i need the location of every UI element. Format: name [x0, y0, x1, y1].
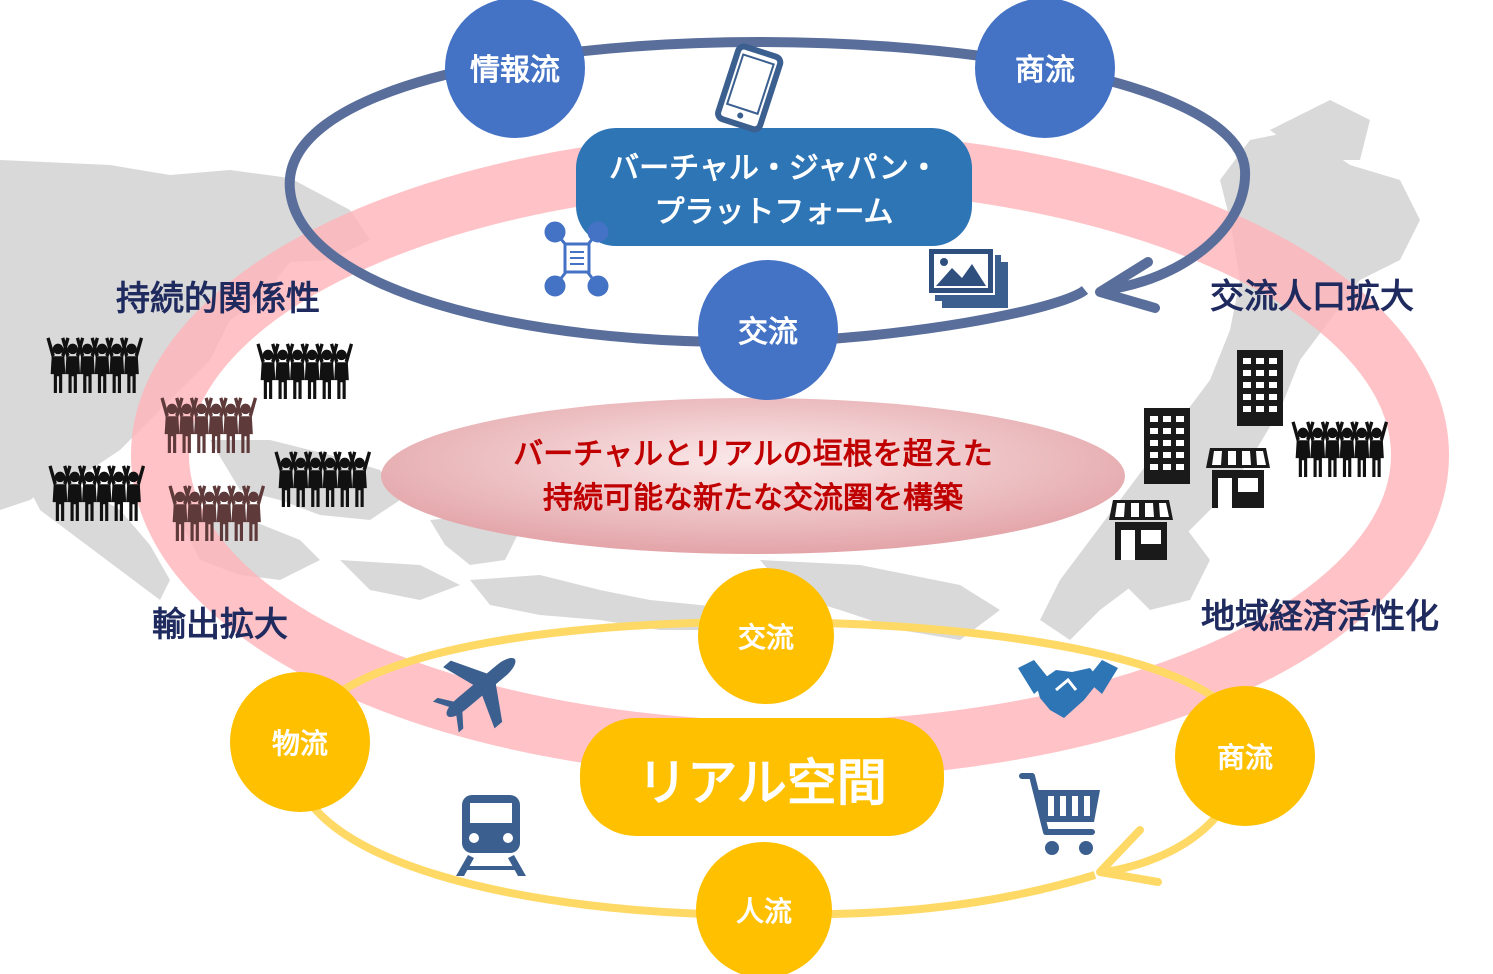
- virtual-node-info: [445, 0, 585, 138]
- network-icon: [544, 221, 609, 297]
- real-node-commerce: [1175, 686, 1315, 826]
- real-space-label: リアル空間: [637, 754, 887, 812]
- virtual-node-exchange-label: 交流: [738, 315, 798, 350]
- center-oval: [381, 398, 1125, 554]
- real-node-logistics-label: 物流: [272, 727, 328, 760]
- label-regional-revitalization: 地域経済活性化: [1201, 597, 1439, 637]
- real-node-logistics: [230, 672, 370, 812]
- virtual-node-commerce: [975, 0, 1115, 138]
- label-population-expansion: 交流人口拡大: [1210, 277, 1414, 317]
- label-sustainable-relationship: 持続的関係性: [116, 279, 320, 319]
- center-text-line1: バーチャルとリアルの垣根を超えた: [513, 437, 992, 472]
- virtual-ring-arrowhead: [1095, 257, 1160, 313]
- people-group-icon: [1291, 421, 1388, 477]
- real-node-people-label: 人流: [736, 895, 792, 928]
- shop-icon: [1206, 448, 1270, 508]
- virtual-node-exchange: [698, 260, 838, 400]
- train-icon: [456, 795, 526, 876]
- label-export-expansion: 輸出拡大: [152, 605, 288, 645]
- platform-title-line1: バーチャル・ジャパン・: [609, 151, 939, 186]
- center-text-line2: 持続可能な新たな交流圏を構築: [543, 481, 964, 516]
- building-icon: [1237, 350, 1283, 426]
- image-gallery-icon: [927, 247, 1008, 308]
- shopping-cart-icon: [1019, 773, 1100, 855]
- people-group-icon: [256, 343, 353, 399]
- real-node-exchange: [698, 568, 834, 704]
- airplane-icon: [432, 658, 516, 733]
- real-ring-arrowhead: [1096, 826, 1162, 886]
- platform-title-line2: プラットフォーム: [654, 195, 893, 230]
- virtual-node-info-label: 情報流: [470, 53, 560, 88]
- virtual-node-commerce-label: 商流: [1015, 53, 1075, 88]
- real-node-people: [696, 842, 832, 974]
- platform-box: [576, 128, 972, 246]
- real-space-box: [580, 718, 944, 836]
- shop-icon: [1109, 500, 1173, 560]
- people-group-icon: [160, 397, 257, 453]
- real-node-exchange-label: 交流: [738, 621, 794, 654]
- building-icon: [1144, 408, 1190, 484]
- handshake-icon: [1018, 660, 1118, 718]
- real-node-commerce-label: 商流: [1217, 741, 1273, 774]
- smartphone-icon: [715, 43, 784, 133]
